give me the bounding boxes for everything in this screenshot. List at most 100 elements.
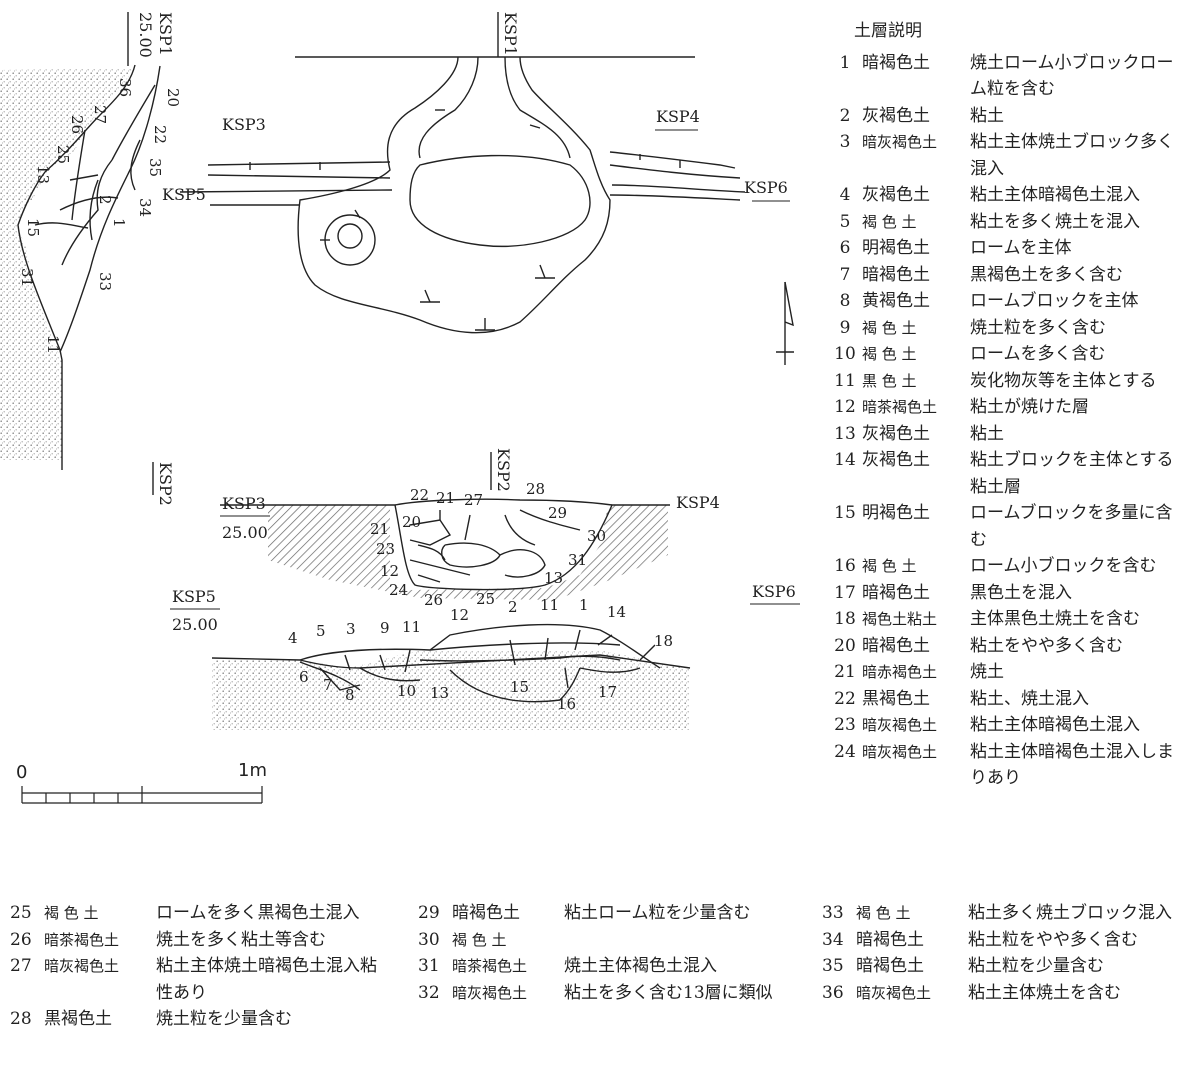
layer-number: 30 [418, 929, 440, 950]
layer-label: 35 [146, 158, 164, 177]
layer-number: 15 [834, 503, 856, 523]
layer-label: 22 [410, 486, 429, 504]
layer-description: 炭化物灰等を主体とする [970, 370, 1157, 391]
layer-label: 29 [548, 504, 567, 522]
layer-description: ロームを主体 [970, 238, 1072, 258]
layer-description: 焼土主体褐色土混入 [564, 956, 717, 976]
ksp5-plan-label: KSP5 [162, 185, 206, 204]
layer-number: 28 [10, 1009, 32, 1029]
ksp3-section-elevation: 25.00 [222, 523, 268, 542]
layer-label: 26 [424, 591, 443, 609]
ksp1-left-marker: KSP1 25.00 [127, 12, 175, 66]
ksp6-section-label: KSP6 [752, 582, 796, 601]
soil-color: 黄褐色土 [862, 291, 930, 311]
layer-label: 26 [68, 115, 86, 134]
layer-number: 5 [839, 211, 851, 232]
soil-color: 暗茶褐色土 [452, 957, 528, 975]
layer-label: 9 [380, 619, 390, 637]
layer-description: 粘土をやや多く含む [970, 635, 1123, 656]
soil-color: 暗褐色土 [862, 264, 930, 285]
layer-label: 13 [34, 165, 52, 184]
layer-description: 粘土 [970, 105, 1004, 126]
soil-color: 褐色土粘土 [862, 610, 938, 628]
layer-number: 20 [834, 635, 856, 656]
left-section-labels: 36 27 26 25 13 15 31 11 20 22 35 34 2 1 … [18, 78, 182, 354]
layer-number: 23 [834, 715, 856, 735]
layer-label: 2 [508, 598, 518, 616]
layer-label: 34 [136, 198, 154, 217]
soil-color: 褐 色 土 [862, 318, 917, 337]
layer-label: 33 [96, 272, 114, 291]
soil-color: 灰褐色土 [862, 450, 930, 470]
soil-color: 明褐色土 [862, 503, 930, 523]
ksp5-section-label: KSP5 [172, 587, 216, 606]
layer-description: 粘土 [970, 423, 1004, 444]
soil-color: 黒褐色土 [44, 1009, 112, 1029]
layer-label: 6 [299, 668, 309, 686]
layer-number: 18 [834, 609, 856, 629]
kiln-section-drawing: 36 27 26 25 13 15 31 11 20 22 35 34 2 1 … [0, 12, 800, 804]
layer-number: 8 [839, 291, 851, 311]
soil-color: 暗褐色土 [862, 52, 930, 73]
ksp5-section-elevation: 25.00 [172, 615, 218, 634]
layer-number: 16 [834, 556, 856, 576]
layer-description: 粘土を多く含む13層に類似 [564, 982, 773, 1003]
soil-color: 暗褐色土 [856, 956, 924, 976]
layer-description: 粘土主体焼土を含む [968, 982, 1121, 1003]
layer-number: 33 [822, 903, 844, 923]
soil-color: 明褐色土 [862, 238, 930, 258]
layer-label: 10 [397, 682, 416, 700]
layer-label: 11 [402, 618, 421, 636]
upper-section: 22 21 27 28 29 30 20 21 23 12 31 13 24 2… [220, 448, 720, 609]
layer-description: 焼土 [970, 662, 1004, 682]
layer-description: 粘土ブロックを主体とする粘土層 [970, 450, 1174, 497]
lower-section: 4 5 3 9 11 12 2 11 1 14 18 6 7 8 10 13 1… [170, 582, 800, 730]
layer-label: 16 [557, 695, 576, 713]
layer-number: 27 [10, 956, 32, 976]
soil-color: 暗灰褐色土 [862, 742, 938, 761]
layer-label: 22 [151, 125, 169, 144]
layer-number: 12 [834, 397, 856, 417]
layer-description: ロームを多く黒褐色土混入 [156, 903, 360, 923]
layer-label: 13 [544, 569, 563, 587]
soil-color: 暗灰褐色土 [862, 716, 938, 734]
soil-color: 暗褐色土 [452, 903, 520, 923]
layer-description: 粘土粒を少量含む [968, 956, 1104, 976]
ksp2-marker: KSP2 [152, 462, 175, 506]
layer-label: 2 [96, 195, 114, 205]
layer-label: 17 [598, 683, 617, 701]
layer-description: ロームを多く含む [970, 344, 1106, 364]
layer-description: 焼土ローム小ブロックローム粒を含む [970, 52, 1174, 100]
layer-description: 黒色土を混入 [970, 582, 1072, 603]
layer-label: 15 [24, 218, 42, 237]
layer-number: 6 [839, 238, 851, 258]
north-arrow-icon [776, 281, 794, 365]
layer-label: 28 [526, 480, 545, 498]
layer-label: 20 [402, 513, 421, 531]
layer-number: 9 [839, 317, 851, 338]
layer-description: 焼土粒を少量含む [156, 1009, 292, 1029]
soil-color: 暗茶褐色土 [862, 398, 938, 416]
layer-description: 粘土主体暗褐色土混入 [970, 185, 1140, 205]
ksp1-elevation: 25.00 [136, 12, 155, 58]
layer-label: 1 [579, 596, 589, 614]
legend-row: 6 明褐色土 ロームを主体 [828, 235, 1188, 262]
layer-label: 12 [450, 606, 469, 624]
soil-color: 暗褐色土 [856, 929, 924, 950]
soil-color: 黒褐色土 [862, 688, 930, 709]
layer-description: 黒褐色土を多く含む [970, 264, 1123, 285]
